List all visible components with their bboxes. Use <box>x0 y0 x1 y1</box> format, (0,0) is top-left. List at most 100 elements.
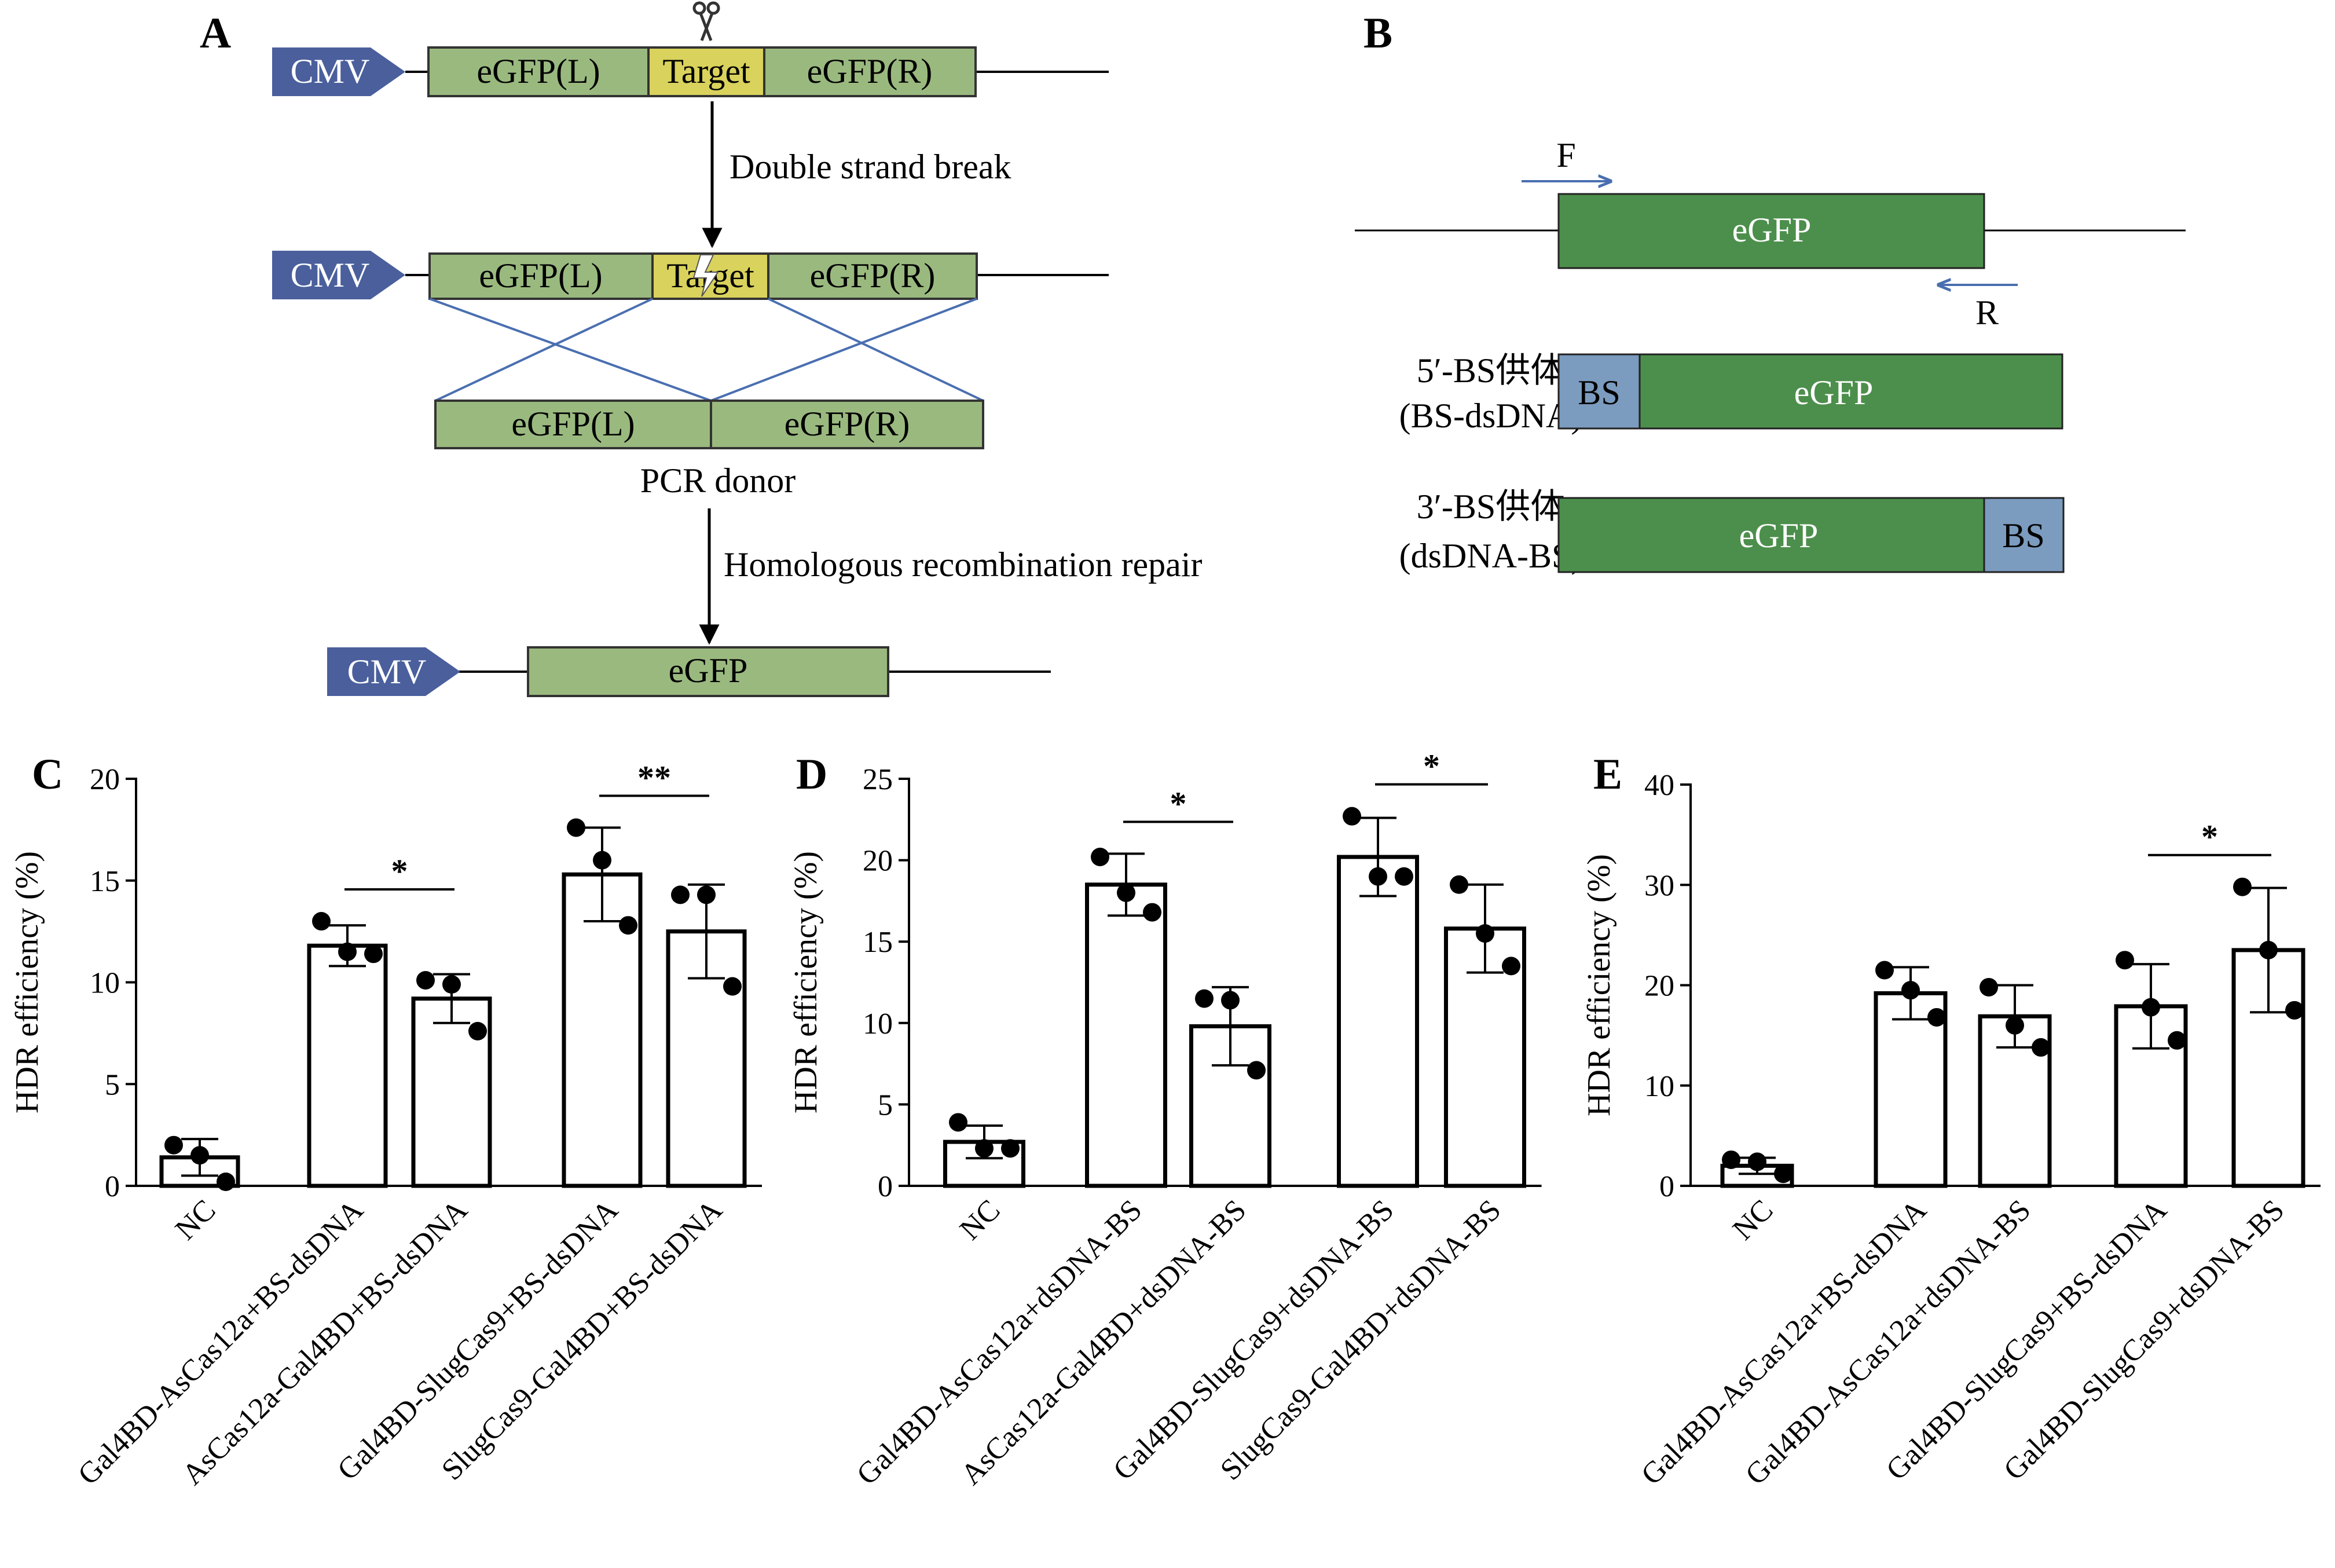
data-point <box>671 885 690 904</box>
y-tick-label: 20 <box>863 845 893 878</box>
y-tick-label: 30 <box>1644 869 1674 902</box>
cmv-label: CMV <box>291 256 370 294</box>
data-point <box>723 977 742 996</box>
pcr-donor: eGFP(L) eGFP(R) PCR donor <box>434 400 984 500</box>
data-point <box>2285 1001 2304 1020</box>
donor-egfp-l-label: eGFP(L) <box>511 405 635 443</box>
homology-lines <box>429 298 984 402</box>
donor-egfp-r-label: eGFP(R) <box>785 405 910 443</box>
data-point <box>442 975 461 994</box>
y-tick-label: 10 <box>863 1008 893 1041</box>
egfp-r-block <box>763 46 977 97</box>
data-point <box>2168 1031 2186 1050</box>
panel-b-label: B <box>1363 9 1392 57</box>
target-block <box>647 46 765 97</box>
cmv-promoter <box>272 47 405 96</box>
bar <box>307 943 388 1188</box>
significance-label: * <box>1423 748 1440 785</box>
panel-a-label: A <box>200 9 231 57</box>
donor-egfp-r-block <box>710 400 984 449</box>
construct-row-1: CMV eGFP(L) Target eGFP(R) <box>272 1 1109 97</box>
category-label: NC <box>1726 1193 1779 1246</box>
data-point <box>1343 807 1361 826</box>
y-tick-label: 0 <box>878 1170 893 1203</box>
break-icon <box>692 254 719 297</box>
y-tick-label: 0 <box>105 1170 120 1203</box>
donor3-desc: (dsDNA-BS) <box>1399 537 1583 575</box>
data-point <box>416 970 435 990</box>
data-point <box>567 818 585 837</box>
y-tick-label: 25 <box>863 763 893 796</box>
data-point <box>1117 883 1135 902</box>
data-point <box>364 944 383 963</box>
data-point <box>1476 924 1494 943</box>
egfp-l-label: eGFP(L) <box>476 52 600 90</box>
egfp-block <box>1638 353 2063 430</box>
construct-row-3: CMV eGFP <box>327 646 1051 697</box>
egfp-label: eGFP <box>669 651 748 690</box>
bs-label: BS <box>1578 373 1620 412</box>
y-axis-label: HDR efficiency (%) <box>9 851 45 1113</box>
significance-label: * <box>391 852 408 890</box>
egfp-r-label: eGFP(R) <box>807 52 933 90</box>
y-tick-label: 10 <box>90 967 120 1000</box>
data-point <box>2006 1016 2024 1035</box>
cmv-promoter <box>327 647 460 696</box>
data-point <box>1001 1139 1020 1158</box>
y-axis-label: HDR efficiency (%) <box>788 851 824 1113</box>
scissors-icon <box>692 1 720 41</box>
construct-row-2: CMV eGFP(L) Target eGFP(R) <box>272 251 1109 300</box>
data-point <box>1774 1164 1793 1184</box>
significance-label: * <box>1170 785 1187 822</box>
pcr-donor-text: PCR donor <box>640 461 796 500</box>
egfp-r-block <box>767 252 978 300</box>
data-point <box>468 1021 487 1041</box>
y-tick-label: 15 <box>90 865 120 898</box>
bs-block <box>1557 353 1641 430</box>
primer-r-label: R <box>1975 294 1999 332</box>
panel-b: B F eGFP R 5′-BS供体 (BS-dsDNA) BS eGFP 3′… <box>1355 9 2186 575</box>
panel-a: A CMV eGFP(L) Target eGFP(R) Double stra… <box>200 1 1202 697</box>
egfp-block <box>527 646 889 697</box>
egfp-gene-label: eGFP <box>1732 211 1812 249</box>
y-tick-label: 0 <box>1659 1170 1674 1203</box>
data-point <box>2142 998 2160 1017</box>
bar <box>1874 991 1948 1188</box>
dsb-text: Double strand break <box>730 148 1011 186</box>
data-point <box>1195 989 1214 1008</box>
y-tick-label: 20 <box>1644 970 1674 1003</box>
data-point <box>697 885 716 904</box>
egfp-block <box>1557 497 1985 573</box>
data-point <box>1143 903 1161 922</box>
data-point <box>217 1172 235 1191</box>
y-tick-label: 20 <box>90 763 120 796</box>
bar <box>1085 882 1167 1188</box>
egfp-gene-block <box>1557 193 1985 269</box>
y-axis-label: HDR efficiency (%) <box>1581 854 1617 1116</box>
cmv-promoter <box>272 251 405 299</box>
primer-f-label: F <box>1556 136 1575 174</box>
data-point <box>2259 940 2278 959</box>
data-point <box>975 1139 994 1158</box>
data-point <box>1927 1008 1946 1027</box>
egfp-l-label: eGFP(L) <box>479 257 602 295</box>
egfp-r-label: eGFP(R) <box>810 257 936 295</box>
y-tick-label: 40 <box>1644 769 1674 802</box>
panel-label: C <box>32 750 63 798</box>
cmv-label: CMV <box>347 653 427 691</box>
significance-label: ** <box>637 759 671 796</box>
donor-egfp-l-block <box>434 400 712 449</box>
donor5-desc: (BS-dsDNA) <box>1399 397 1583 435</box>
data-point <box>1091 847 1109 866</box>
cmv-label: CMV <box>291 52 370 90</box>
data-point <box>312 912 331 931</box>
data-point <box>1875 961 1894 980</box>
y-tick-label: 5 <box>878 1089 893 1122</box>
egfp-label: eGFP <box>1739 516 1819 555</box>
significance-label: * <box>2201 818 2218 856</box>
data-point <box>190 1146 209 1165</box>
data-point <box>1748 1152 1766 1171</box>
